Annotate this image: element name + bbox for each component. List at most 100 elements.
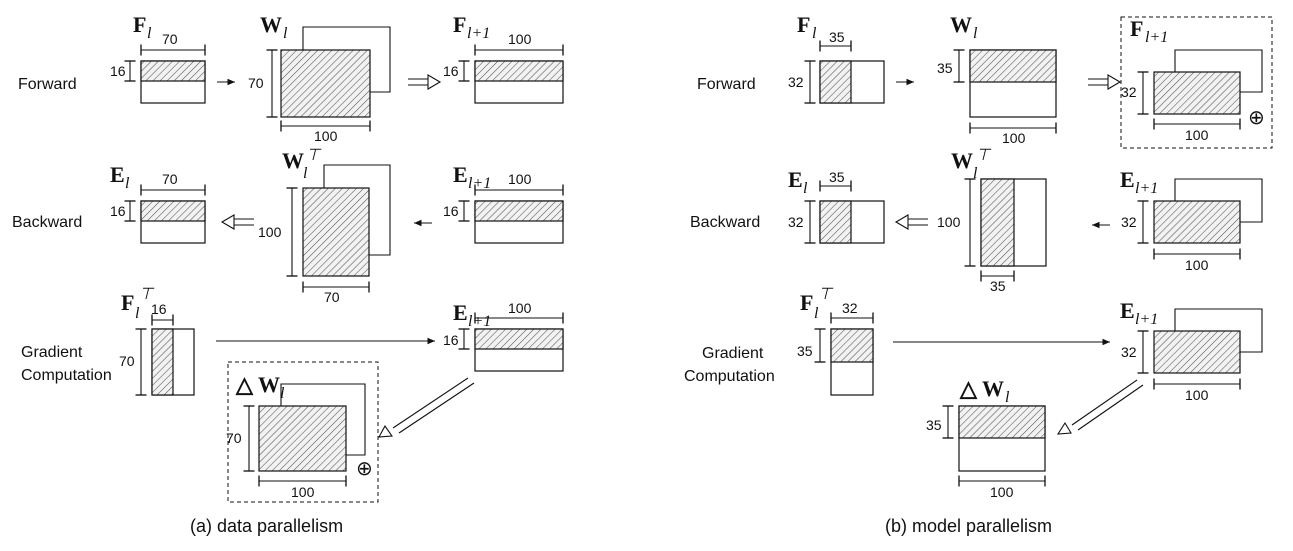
dw-shaded-block-b — [958, 405, 1046, 439]
dw-l-symbol-b: △ W l — [959, 376, 1010, 406]
svg-text:l+1: l+1 — [1145, 29, 1168, 46]
dw-dashed-box — [227, 361, 379, 503]
svg-text:E: E — [453, 300, 468, 325]
svg-text:W: W — [951, 148, 973, 173]
oplus-icon-b: ⊕ — [1248, 105, 1265, 129]
gradient-label: Gradient — [21, 344, 83, 361]
backward-label-b: Backward — [690, 214, 760, 231]
e-l1-symbol: E l+1 — [453, 162, 491, 192]
e-l1-matrix-b — [1153, 200, 1241, 244]
f-l-width-label-b: 35 — [829, 29, 845, 45]
svg-text:l: l — [973, 25, 978, 42]
f-lt-symbol-b: F l ⊤ — [800, 286, 834, 322]
f-l1-matrix-b — [1153, 71, 1241, 115]
f-l1-width-label: 100 — [508, 31, 532, 47]
double-arrow-forward — [408, 74, 442, 90]
f-l1-height-label-b: 32 — [1121, 84, 1137, 100]
f-lt-symbol: F l ⊤ — [121, 286, 155, 322]
f-l-shaded-block-b — [819, 60, 852, 104]
svg-text:⊤: ⊤ — [306, 147, 322, 164]
e-l1-height-label: 16 — [443, 203, 459, 219]
w-lt-width-label-b: 35 — [990, 278, 1006, 294]
f-l1-height-label: 16 — [443, 63, 459, 79]
e-l-width-label-b: 35 — [829, 169, 845, 185]
svg-text:l+1: l+1 — [467, 25, 490, 42]
svg-text:l: l — [125, 175, 130, 192]
svg-text:F: F — [1130, 16, 1143, 41]
w-lt-symbol-b: W l ⊤ — [951, 147, 992, 182]
svg-text:E: E — [788, 167, 803, 192]
e-l1-outline-b — [1174, 178, 1263, 223]
backward-label: Backward — [12, 214, 82, 231]
dw-height-label: 70 — [226, 430, 242, 446]
svg-text:W: W — [282, 148, 304, 173]
e-l-height-label: 16 — [110, 203, 126, 219]
double-arrow-to-dw-a — [378, 377, 475, 438]
panel-a: Forward Backward Gradient Computation F … — [12, 12, 564, 536]
svg-text:l: l — [147, 25, 152, 42]
svg-text:l: l — [1005, 389, 1010, 406]
w-lt-outline — [323, 164, 391, 256]
w-l-width-label-b: 100 — [1002, 130, 1026, 146]
e-l1-height-label-b: 32 — [1121, 214, 1137, 230]
svg-text:l: l — [814, 305, 819, 322]
svg-text:⊤: ⊤ — [976, 147, 992, 164]
w-l-symbol-b: W l — [950, 12, 978, 42]
forward-label-b: Forward — [697, 76, 756, 93]
svg-text:W: W — [258, 372, 280, 397]
e-l1-grad-shaded-block — [474, 328, 564, 350]
svg-text:l+1: l+1 — [468, 313, 491, 330]
w-l-matrix — [280, 49, 371, 118]
e-l1-grad-width-label: 100 — [508, 300, 532, 316]
svg-text:l: l — [303, 165, 308, 182]
w-l-outline — [302, 26, 391, 93]
f-lt-width-label-b: 32 — [842, 300, 858, 316]
f-lt-height-label: 70 — [119, 353, 135, 369]
svg-text:l: l — [283, 25, 288, 42]
svg-text:F: F — [797, 12, 810, 37]
svg-text:F: F — [133, 12, 146, 37]
svg-text:⊤: ⊤ — [139, 286, 155, 303]
e-l1-grad-symbol: E l+1 — [453, 300, 491, 330]
w-lt-height-label-b: 100 — [937, 214, 961, 230]
svg-text:E: E — [110, 162, 125, 187]
e-l-shaded-block — [140, 200, 206, 222]
dw-height-label-b: 35 — [926, 417, 942, 433]
svg-text:W: W — [260, 12, 282, 37]
f-l-height-label: 16 — [110, 63, 126, 79]
svg-text:l: l — [973, 165, 978, 182]
svg-text:l+1: l+1 — [1135, 180, 1158, 197]
dw-l-symbol: △ W l — [235, 372, 285, 402]
e-l1-grad-height-label: 16 — [443, 332, 459, 348]
w-l-height-label-b: 35 — [937, 60, 953, 76]
double-arrow-to-dw-b — [1056, 379, 1144, 435]
double-arrow-backward — [220, 214, 254, 230]
svg-text:F: F — [453, 12, 466, 37]
f-l1-dashed-box-b — [1120, 16, 1273, 149]
svg-text:l: l — [135, 305, 140, 322]
dw-outline — [280, 383, 366, 456]
f-l-shaded-block — [140, 60, 206, 82]
double-arrow-forward-b — [1088, 74, 1122, 90]
e-l-symbol-b: E l — [788, 167, 808, 197]
svg-text:E: E — [453, 162, 468, 187]
svg-text:F: F — [121, 290, 134, 315]
f-l1-symbol: F l+1 — [453, 12, 490, 42]
f-l1-shaded-block — [474, 60, 564, 82]
w-lt-width-label: 70 — [324, 289, 340, 305]
f-l1-outline-b — [1174, 49, 1263, 93]
double-arrow-backward-b — [894, 214, 928, 230]
f-l1-width-label-b: 100 — [1185, 127, 1209, 143]
svg-text:△: △ — [959, 376, 978, 401]
w-lt-shaded-block-b — [980, 178, 1015, 267]
dw-width-label-b: 100 — [990, 484, 1014, 500]
svg-text:l+1: l+1 — [1135, 311, 1158, 328]
e-l1-width-label-b: 100 — [1185, 257, 1209, 273]
f-l-width-label: 70 — [162, 31, 178, 47]
svg-text:△: △ — [235, 372, 254, 397]
computation-label: Computation — [21, 367, 112, 384]
caption-a: (a) data parallelism — [190, 516, 343, 536]
gradient-label-b: Gradient — [702, 345, 764, 362]
e-l-shaded-block-b — [819, 200, 852, 244]
